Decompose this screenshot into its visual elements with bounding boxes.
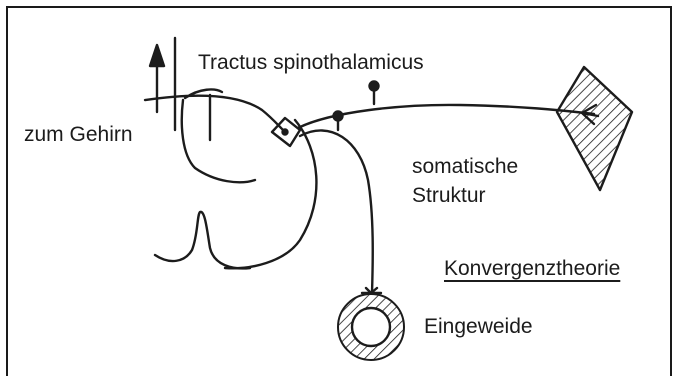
spinal-cord-lateral (225, 120, 316, 268)
neuron-nucleus (283, 130, 288, 135)
viscera-label: Eingeweide (424, 316, 533, 337)
viscera-ring-inner (352, 308, 390, 346)
tract-fibre (145, 96, 283, 130)
tract-label: Tractus spinothalamicus (198, 52, 424, 73)
theory-title: Konvergenztheorie (444, 258, 620, 279)
spinal-cord-body (182, 100, 255, 182)
somatic-ganglion (370, 82, 379, 91)
somatic-label-line1: somatische (412, 156, 518, 177)
brain-label: zum Gehirn (24, 124, 133, 145)
arrow-head (150, 45, 164, 66)
somatic-label-line2: Struktur (412, 185, 486, 206)
somatic-structure (557, 67, 632, 190)
visceral-afferent (300, 130, 373, 293)
anterior-horn (155, 212, 250, 269)
visceral-ganglion (334, 112, 343, 121)
